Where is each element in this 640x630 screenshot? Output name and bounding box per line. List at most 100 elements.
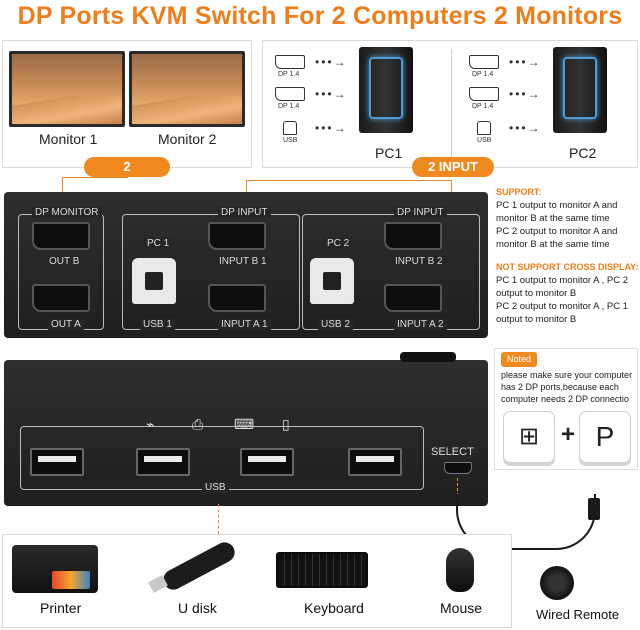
pc1-tower-image [359,47,413,133]
note-line: computer needs 2 DP connectio [501,394,629,404]
usb-to-devices-arrow [218,504,219,534]
mouse-image [446,548,474,592]
dp14-label: DP 1.4 [278,103,300,110]
monitor-2-image [129,51,245,127]
not-support-line: output to monitor B [496,288,577,299]
usb-hub-label: USB [202,482,229,493]
dp-port-icon [275,87,305,101]
not-support-line: output to monitor B [496,314,577,325]
windows-key-icon: ⊞ [503,411,555,463]
dp-port-icon [469,55,499,69]
kvm-front-panel: DP MONITOR OUT B OUT A PC 1 USB 1 DP INP… [4,192,488,338]
connection-dots-icon: •••→ [315,121,348,135]
printer-paper-image [52,571,90,589]
mouse-icon: ▯ [282,416,290,432]
pc2-label: PC2 [569,145,597,161]
support-line: monitor B at the same time [496,213,610,224]
mouse-label: Mouse [440,600,483,616]
pc2-port-group [302,214,480,330]
note-line: please make sure your computer [501,370,633,380]
remote-plug-image [588,498,600,520]
usb-port-2[interactable] [136,448,190,476]
pc1-port-group [122,214,300,330]
usb-port-3[interactable] [240,448,294,476]
dp-input-2-label: DP INPUT [394,207,447,218]
input-a2-dp-port[interactable] [384,284,442,312]
input-a1-label: INPUT A 1 [218,319,271,330]
printer-icon: ⎙ [192,416,204,432]
wired-remote-image [540,566,574,600]
dp14-label: DP 1.4 [278,71,300,78]
support-line: PC 2 output to monitor A and [496,226,618,237]
kvm-rear-panel: ⌁ ⎙ ⌨ ▯ USB SELECT [4,352,488,506]
monitor-2-label: Monitor 2 [158,131,217,147]
input-b1-dp-port[interactable] [208,222,266,250]
page-title: DP Ports KVM Switch For 2 Computers 2 Mo… [17,2,623,30]
wired-remote-label: Wired Remote [536,607,620,622]
pc2-tower-image [553,47,607,133]
dp-port-icon [469,87,499,101]
input-b1-label: INPUT B 1 [216,256,270,267]
connection-dots-icon: •••→ [509,55,542,69]
note-line: has 2 DP ports,because each [501,382,619,392]
usb2-port[interactable] [310,258,354,304]
output-connector-line [62,177,128,193]
keyboard-image [276,552,368,588]
connection-dots-icon: •••→ [315,87,348,101]
select-to-remote-arrow [457,478,458,496]
connection-dots-icon: •••→ [509,121,542,135]
out-a-label: OUT A [48,319,84,330]
dp-port-icon [275,55,305,69]
select-label: SELECT [428,446,477,458]
note-box: Noted please make sure your computer has… [494,348,638,470]
out-b-label: OUT B [46,256,83,267]
monitor-1-image [9,51,125,127]
input-a1-dp-port[interactable] [208,284,266,312]
input-b2-label: INPUT B 2 [392,256,446,267]
usb-label: USB [283,137,298,144]
pc1-label: PC1 [375,145,403,161]
usb2-label: USB 2 [318,319,353,330]
pcs-panel: DP 1.4 •••→ DP 1.4 •••→ USB •••→ PC1 DP … [262,40,638,168]
monitors-panel: Monitor 1 Monitor 2 [2,40,252,168]
support-line: PC 1 output to monitor A and [496,200,618,211]
support-line: monitor B at the same time [496,239,610,250]
not-support-title: NOT SUPPORT CROSS DISPLAY: [496,262,639,272]
usb-b-port-icon [477,121,491,135]
input-a2-label: INPUT A 2 [394,319,447,330]
usb-port-4[interactable] [348,448,402,476]
dp-monitor-label: DP MONITOR [32,207,102,218]
keyboard-icon: ⌨ [234,416,255,432]
connection-dots-icon: •••→ [315,55,348,69]
pc2-panel-label: PC 2 [324,238,353,249]
keyboard-label: Keyboard [304,600,364,616]
switch-button[interactable] [400,352,456,362]
dp14-label: DP 1.4 [472,103,494,110]
output-badge: 2 OUTPUT [84,157,170,194]
usb-label: USB [477,137,492,144]
dp14-label: DP 1.4 [472,71,494,78]
support-title: SUPPORT: [496,187,542,197]
input-b2-dp-port[interactable] [384,222,442,250]
select-port[interactable] [444,462,472,474]
pcs-divider [451,49,452,161]
pc1-panel-label: PC 1 [144,238,173,249]
p-key: P [579,411,631,463]
out-a-dp-port[interactable] [32,284,90,312]
dp-input-1-label: DP INPUT [218,207,271,218]
not-support-line: PC 2 output to monitor A , PC 1 [496,301,629,312]
note-tag: Noted [501,352,538,367]
connection-dots-icon: •••→ [509,87,542,101]
usb1-label: USB 1 [140,319,175,330]
not-support-line: PC 1 output to monitor A , PC 2 [496,275,629,286]
plus-sign: + [561,421,576,448]
usb1-port[interactable] [132,258,176,304]
printer-label: Printer [40,600,82,616]
input-connector-line [246,180,452,194]
out-b-dp-port[interactable] [32,222,90,250]
input-badge: 2 INPUT [412,157,494,177]
udisk-label: U disk [178,600,217,616]
usb-b-port-icon [283,121,297,135]
usb-port-1[interactable] [30,448,84,476]
monitor-1-label: Monitor 1 [39,131,98,147]
